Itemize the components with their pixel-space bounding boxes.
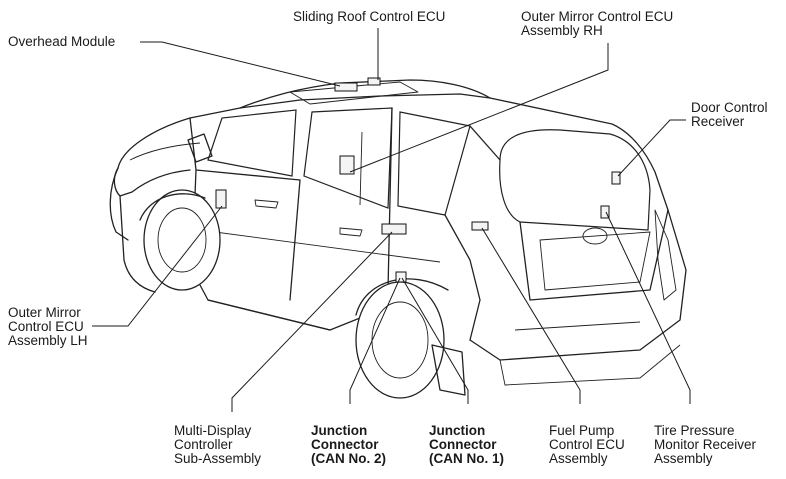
leader-outer-mirror-rh <box>349 43 609 173</box>
label-outer-mirror-ecu-rh: Outer Mirror Control ECU Assembly RH <box>521 9 674 38</box>
label-junction-connector-can1: Junction Connector (CAN No. 1) <box>429 423 504 466</box>
junction-connector-part <box>395 271 407 283</box>
label-door-control-receiver: Door Control Receiver <box>691 100 768 129</box>
label-fuel-pump-ecu: Fuel Pump Control ECU Assembly <box>549 423 625 466</box>
outer-mirror-ecu-rh-part <box>339 155 355 175</box>
label-overhead-module: Overhead Module <box>8 34 116 49</box>
component-markers <box>215 77 621 283</box>
door-control-receiver-part <box>611 171 621 185</box>
outer-mirror-ecu-lh-part <box>215 189 227 209</box>
leader-tire-pressure <box>605 211 691 404</box>
leader-multi-display <box>231 231 393 412</box>
multi-display-controller-part <box>381 223 407 235</box>
leader-door-control-receiver <box>617 119 686 177</box>
front-wheel <box>139 189 221 291</box>
leader-fuel-pump <box>481 227 581 404</box>
label-multi-display-controller: Multi-Display Controller Sub-Assembly <box>174 423 262 466</box>
leader-can2 <box>349 277 401 404</box>
vehicle-body <box>109 79 687 386</box>
leader-overhead-module <box>140 41 341 87</box>
leader-can1 <box>401 277 469 404</box>
label-junction-connector-can2: Junction Connector (CAN No. 2) <box>311 423 386 466</box>
overhead-module-part <box>334 82 358 92</box>
fuel-pump-ecu-part <box>471 221 489 231</box>
tire-pressure-receiver-part <box>600 205 610 219</box>
sliding-roof-ecu-part <box>367 77 381 86</box>
rear-wheel <box>355 278 466 399</box>
label-outer-mirror-ecu-lh: Outer Mirror Control ECU Assembly LH <box>8 305 88 348</box>
label-tire-pressure-receiver: Tire Pressure Monitor Receiver Assembly <box>654 423 757 466</box>
leader-outer-mirror-lh <box>92 205 223 327</box>
label-sliding-roof-ecu: Sliding Roof Control ECU <box>293 9 446 24</box>
leader-lines <box>92 28 691 412</box>
